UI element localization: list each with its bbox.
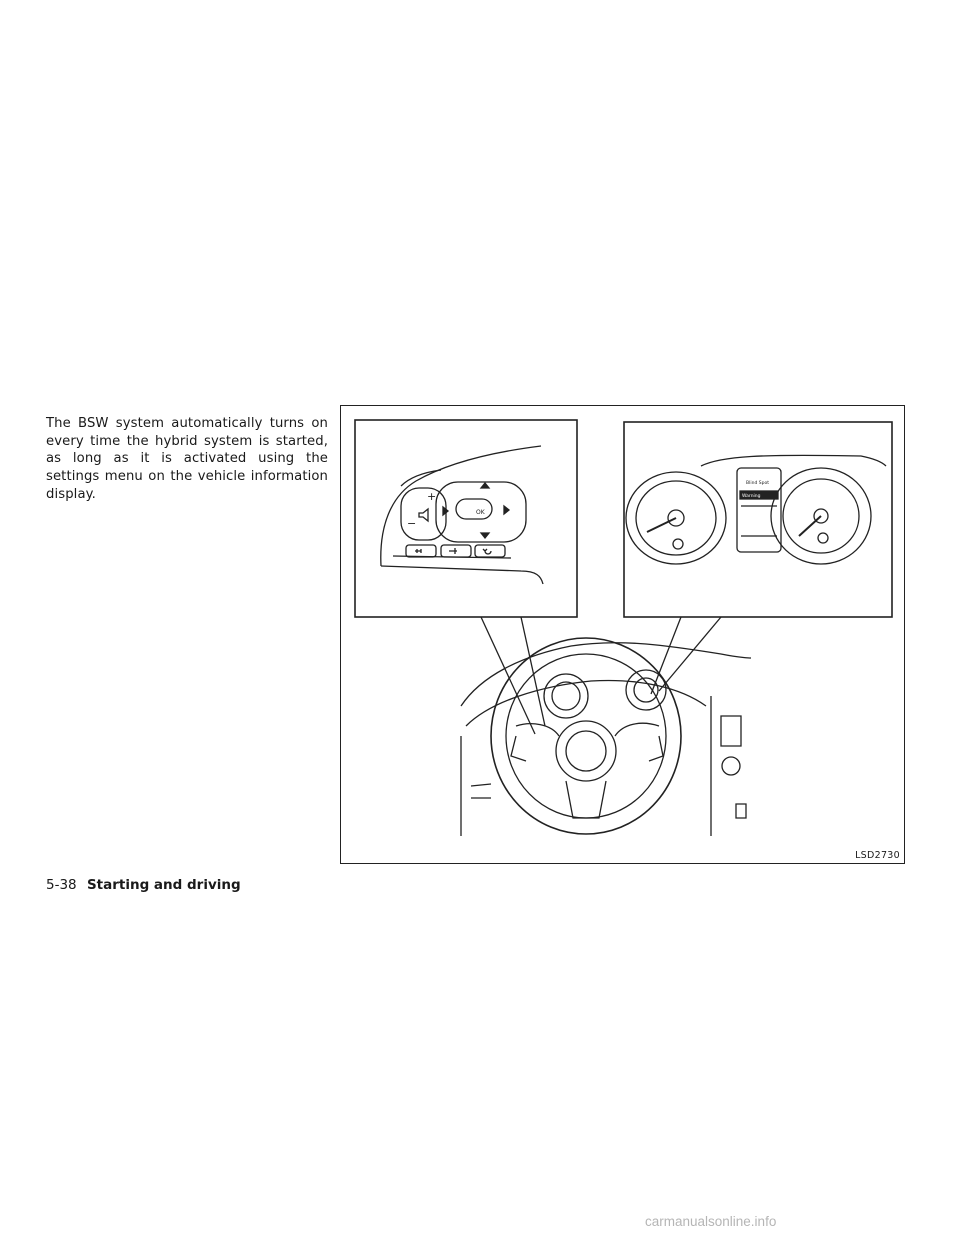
dashboard-and-steering-wheel xyxy=(460,637,752,836)
plus-label: + xyxy=(427,490,436,503)
body-paragraph: The BSW system automatically turns on ev… xyxy=(46,416,328,502)
page-footer: 5-38 Starting and driving xyxy=(46,877,241,893)
inset-left-frame xyxy=(354,419,578,618)
page-number: 5-38 xyxy=(46,877,77,893)
figure-steering-wheel-controls: OK + − Blind Spot Warning LSD2730 xyxy=(340,405,905,864)
pointer-left-line-a xyxy=(480,616,536,735)
ok-label: OK xyxy=(476,509,486,516)
minus-label: − xyxy=(407,517,416,530)
display-row: Warning xyxy=(742,493,761,499)
pointer-left-line-b xyxy=(520,616,546,727)
pointer-right-line-b xyxy=(658,616,722,692)
watermark: carmanualsonline.info xyxy=(645,1214,777,1229)
figure-code: LSD2730 xyxy=(855,850,900,861)
inset-right-frame xyxy=(623,421,893,618)
figure-illustration: OK + − Blind Spot Warning xyxy=(354,419,893,836)
section-title: Starting and driving xyxy=(86,877,241,893)
display-title: Blind Spot xyxy=(746,480,769,486)
steering-switch-closeup xyxy=(380,445,544,585)
pointer-right-line-a xyxy=(650,616,682,695)
instrument-cluster-closeup xyxy=(625,454,887,565)
